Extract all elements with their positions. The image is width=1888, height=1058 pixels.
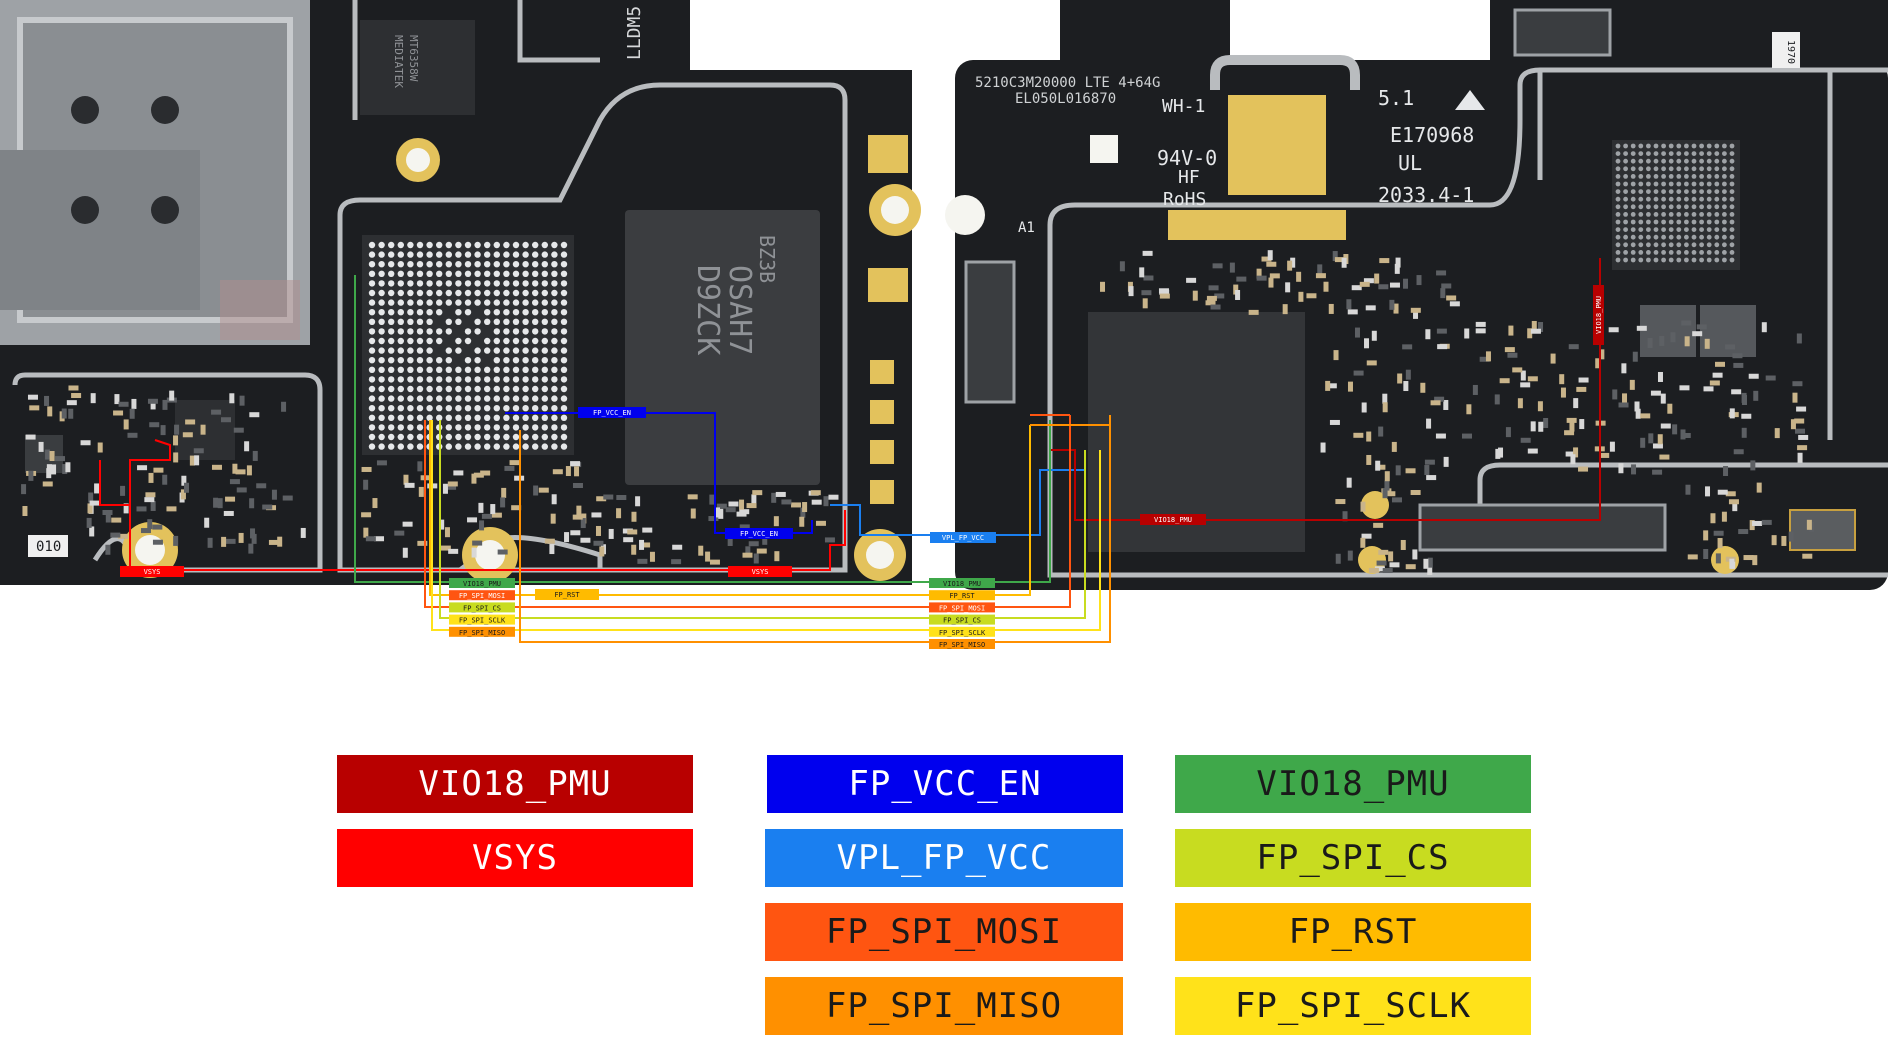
stack-tag-label: VIO18_PMU — [463, 580, 501, 588]
trace-fp-spi-miso — [519, 415, 1111, 643]
stack-tag-bg — [929, 614, 995, 625]
stack-tag-label: FP_SPI_MOSI — [939, 604, 985, 612]
legend-label: VSYS — [472, 838, 558, 878]
stack-tag-bg — [449, 602, 515, 613]
left-board: BZ3B OSAH7 D9ZCK LLDM5 MEDIATEK MT6358W — [0, 0, 921, 585]
stack-tag-bg — [449, 590, 515, 601]
legend-label: VIO18_PMU — [1256, 764, 1450, 804]
legend-item-fp-spi-miso: FP_SPI_MISO — [765, 977, 1123, 1035]
legend-item-fp-rst: FP_RST — [1175, 903, 1531, 961]
stack-tag-label: FP_SPI_MOSI — [459, 592, 505, 600]
tag-vio18-pmu-vertical: VIO18_PMU — [1595, 296, 1603, 334]
tag-fp-vcc-en-top: FP_VCC_EN — [593, 409, 631, 417]
trace-fp-spi-sclk — [431, 420, 1101, 631]
legend-label: FP_SPI_MOSI — [825, 912, 1063, 952]
signal-traces — [99, 258, 1601, 643]
mark-hf: HF — [1178, 167, 1200, 188]
pmic-mark-2: MT6358W — [407, 35, 420, 82]
stack-tag-bg — [929, 626, 995, 637]
stack-tag-label: FP_SPI_CS — [463, 604, 501, 612]
legend-item-vio18-pmu: VIO18_PMU — [1175, 755, 1531, 813]
stack-tag-label: FP_SPI_SCLK — [939, 629, 986, 637]
legend-label: VIO18_PMU — [418, 764, 612, 804]
tag-vpl-fp-vcc: VPL_FP_VCC — [942, 534, 984, 542]
tag-vsys-mid: VSYS — [752, 568, 769, 576]
stack-tag-label: FP_SPI_SCLK — [459, 617, 506, 625]
chip-mark-2: OSAH7 — [722, 265, 757, 355]
legend-item-fp-spi-cs: FP_SPI_CS — [1175, 829, 1531, 887]
legend-label: FP_VCC_EN — [848, 764, 1042, 804]
legend-label: FP_SPI_CS — [1256, 838, 1450, 878]
mark-rohs: RoHS — [1163, 189, 1206, 210]
trace-vsys-left — [129, 439, 171, 570]
left-smd-components — [21, 385, 839, 565]
stack-tag-bg — [449, 626, 515, 637]
chip-mark-3: D9ZCK — [690, 265, 725, 355]
trace-vsys-branch — [99, 460, 130, 506]
mark-ul: UL — [1398, 151, 1422, 175]
bga-ball-grid — [368, 241, 568, 450]
legend-item-vio18-pmu: VIO18_PMU — [337, 755, 693, 813]
right-net-stack: VIO18_PMU FP_RST FP_SPI_MOSI FP_SPI_CS FP_SP… — [929, 578, 995, 649]
pmic-mark-1: MEDIATEK — [392, 35, 405, 88]
mark-94v0: 94V-0 — [1157, 146, 1217, 170]
bga-ball-grid-right — [1615, 143, 1735, 263]
legend-item-fp-spi-sclk: FP_SPI_SCLK — [1175, 977, 1531, 1035]
mark-e-number: E170968 — [1390, 123, 1474, 147]
tag-fp-rst-left: FP_RST — [554, 591, 580, 599]
legend-label: FP_SPI_MISO — [825, 986, 1063, 1026]
stack-tag-bg — [929, 590, 995, 601]
legend-item-fp-vcc-en: FP_VCC_EN — [767, 755, 1123, 813]
net-tags: FP_VCC_EN FP_VCC_EN VPL_FP_VCC VSYS VSYS… — [120, 285, 1604, 649]
tag-vsys-left: VSYS — [144, 568, 161, 576]
left-net-stack: VIO18_PMU FP_SPI_MOSI FP_SPI_CS FP_SPI_SCLK… — [449, 578, 515, 637]
trace-vio18-dark — [1050, 258, 1601, 521]
stack-tag-label: FP_SPI_CS — [943, 617, 981, 625]
stack-tag-bg — [449, 614, 515, 625]
legend-item-vpl-fp-vcc: VPL_FP_VCC — [765, 829, 1123, 887]
mark-date: 2033.4-1 — [1378, 183, 1474, 207]
stack-tag-bg — [929, 639, 995, 649]
board-code: 010 — [36, 539, 61, 555]
tiny-label: 1970 — [1785, 40, 1796, 64]
trace-vio18-green — [354, 275, 1051, 583]
tag-fp-vcc-en-low: FP_VCC_EN — [740, 530, 778, 538]
board-code-1: 5210C3M20000 LTE 4+64G — [975, 75, 1160, 91]
trace-vsys-long — [130, 510, 846, 571]
legend-label: FP_RST — [1288, 912, 1418, 952]
trace-fp-rst — [429, 420, 1031, 596]
stack-tag-label: FP_SPI_MISO — [939, 641, 985, 649]
legend-item-fp-spi-mosi: FP_SPI_MOSI — [765, 903, 1123, 961]
mark-wh: WH-1 — [1162, 96, 1205, 117]
legend-label: FP_SPI_SCLK — [1234, 986, 1472, 1026]
board-code-2: EL050L016870 — [1015, 91, 1116, 107]
stack-tag-label: VIO18_PMU — [943, 580, 981, 588]
trace-fp-spi-cs — [439, 420, 1086, 619]
right-smd-components — [1100, 250, 1815, 575]
stack-tag-bg — [929, 602, 995, 613]
mark-a1: A1 — [1018, 220, 1035, 236]
stack-tag-label: FP_SPI_MISO — [459, 629, 505, 637]
stack-tag-bg — [449, 578, 515, 588]
chip-mark-1: BZ3B — [755, 235, 779, 283]
legend-item-vsys: VSYS — [337, 829, 693, 887]
tag-vio18-pmu-right: VIO18_PMU — [1154, 516, 1192, 524]
stack-tag-bg — [929, 578, 995, 588]
lldm-marking: LLDM5 — [624, 6, 645, 60]
mark-version: 5.1 — [1378, 86, 1414, 110]
stack-tag-label: FP_RST — [949, 592, 975, 600]
pcb-board-diagram: BZ3B OSAH7 D9ZCK LLDM5 MEDIATEK MT6358W — [0, 0, 1888, 649]
trace-fp-spi-mosi — [424, 415, 1071, 608]
legend-label: VPL_FP_VCC — [836, 838, 1052, 878]
right-board: 1970 5210C3M20000 LTE 4+64G EL050L016870… — [945, 0, 1888, 590]
